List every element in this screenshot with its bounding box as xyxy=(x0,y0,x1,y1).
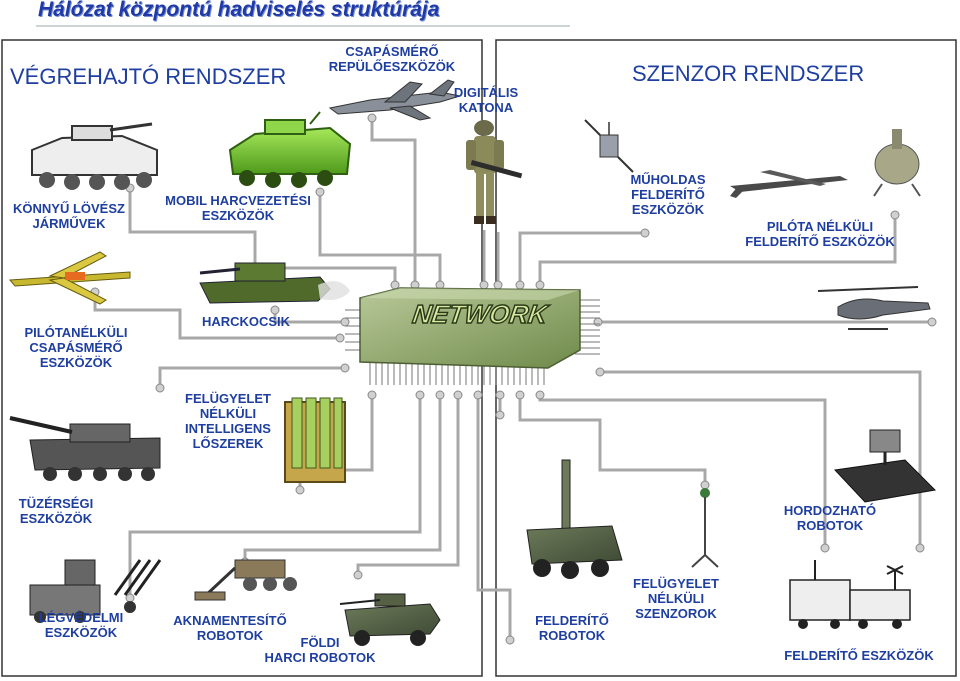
label-mobile-command: MOBIL HARCVEZETÉSI ESZKÖZÖK xyxy=(165,193,311,223)
label-satellite: MŰHOLDAS FELDERÍTŐ ESZKÖZÖK xyxy=(630,172,706,217)
artillery-icon xyxy=(9,416,161,481)
recon-robot-icon xyxy=(526,459,623,579)
label-digital-soldier: DIGITÁLIS KATONA xyxy=(453,85,519,115)
executive-system-heading: VÉGREHAJTÓ RENDSZER xyxy=(10,64,287,89)
ground-combat-robot-icon xyxy=(339,593,441,646)
label-uav-recon: PILÓTA NÉLKÜLI FELDERÍTŐ ESZKÖZÖK xyxy=(745,219,895,249)
sensor-system-heading: SZENZOR RENDSZER xyxy=(632,61,865,86)
smart-munitions-icon xyxy=(284,397,346,483)
uav-strike-icon xyxy=(8,251,131,305)
label-mine-robots: AKNAMENTESÍTŐ ROBOTOK xyxy=(173,613,287,643)
strike-aircraft-icon xyxy=(328,79,461,121)
network-chip-label: NETWORK xyxy=(410,298,550,330)
mine-clearing-robot-icon xyxy=(194,559,297,601)
label-unattended-sensors: FELÜGYELET NÉLKÜLI SZENZOROK xyxy=(633,576,719,621)
portable-robot-icon xyxy=(833,429,937,503)
label-portable-robots: HORDOZHATÓ ROBOTOK xyxy=(783,503,877,533)
satellite-icon xyxy=(584,119,634,173)
label-uav-strike: PILÓTANÉLKÜLI CSAPÁSMÉRŐ ESZKÖZÖK xyxy=(24,325,128,370)
uav-recon-icon xyxy=(730,170,848,198)
page-title: Hálózat központú hadviselés struktúrája xyxy=(38,0,440,21)
helicopter-icon xyxy=(817,286,931,330)
label-artillery: TÜZÉRSÉGI ESZKÖZÖK xyxy=(18,496,94,526)
label-air-defense: LÉGVÉDELMI ESZKÖZÖK xyxy=(38,610,124,640)
recon-assets-icon xyxy=(789,560,911,629)
mobile-command-vehicle-icon xyxy=(228,111,352,188)
wire-endpoints xyxy=(90,113,937,645)
hovering-uav-icon xyxy=(873,129,921,197)
light-infantry-vehicle-icon xyxy=(31,122,158,190)
label-smart-munitions: FELÜGYELET NÉLKÜLI INTELLIGENS LŐSZEREK xyxy=(185,391,271,451)
label-recon-assets: FELDERÍTŐ ESZKÖZÖK xyxy=(784,648,934,663)
network-chip xyxy=(345,287,600,385)
tank-icon xyxy=(199,262,350,304)
digital-soldier-icon xyxy=(466,120,523,224)
label-strike-aircraft: CSAPÁSMÉRŐ REPÜLŐESZKÖZÖK xyxy=(328,44,456,74)
label-ground-combat-robots: FÖLDI HARCI ROBOTOK xyxy=(264,635,376,665)
label-tank: HARCKOCSIK xyxy=(201,314,291,329)
label-light-infantry: KÖNNYŰ LÖVÉSZ JÁRMŰVEK xyxy=(13,201,125,231)
air-defense-icon xyxy=(29,559,162,623)
unattended-sensor-icon xyxy=(691,488,719,568)
label-recon-robots: FELDERÍTŐ ROBOTOK xyxy=(535,613,609,643)
